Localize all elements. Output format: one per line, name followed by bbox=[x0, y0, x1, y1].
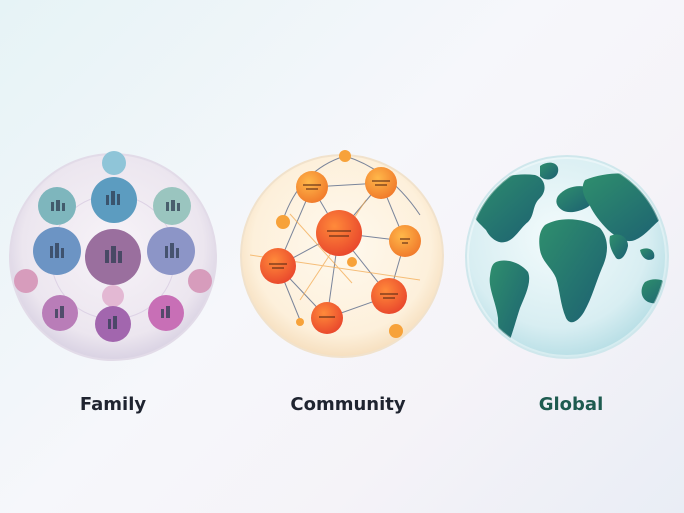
community-node-bottom-right bbox=[371, 278, 407, 314]
global-globe bbox=[465, 155, 669, 359]
community-dot bbox=[276, 215, 290, 229]
global-label: Global bbox=[538, 394, 604, 415]
community-label: Community bbox=[290, 394, 406, 415]
family-node-right-small bbox=[188, 269, 212, 293]
community-dot bbox=[347, 257, 357, 267]
community-dot bbox=[296, 318, 304, 326]
community-node-left bbox=[260, 248, 296, 284]
family-node-left-small bbox=[14, 269, 38, 293]
family-label: Family bbox=[79, 394, 147, 415]
community-dot bbox=[389, 324, 403, 338]
family-globe bbox=[9, 151, 217, 361]
community-node-center bbox=[316, 210, 362, 256]
family-node-top bbox=[102, 151, 126, 175]
community-node-right bbox=[389, 225, 421, 257]
family-node-mid-small bbox=[102, 285, 124, 307]
community-node-top-left bbox=[296, 171, 328, 203]
community-dot bbox=[339, 150, 351, 162]
community-globe bbox=[240, 150, 444, 358]
community-node-top-right bbox=[365, 167, 397, 199]
